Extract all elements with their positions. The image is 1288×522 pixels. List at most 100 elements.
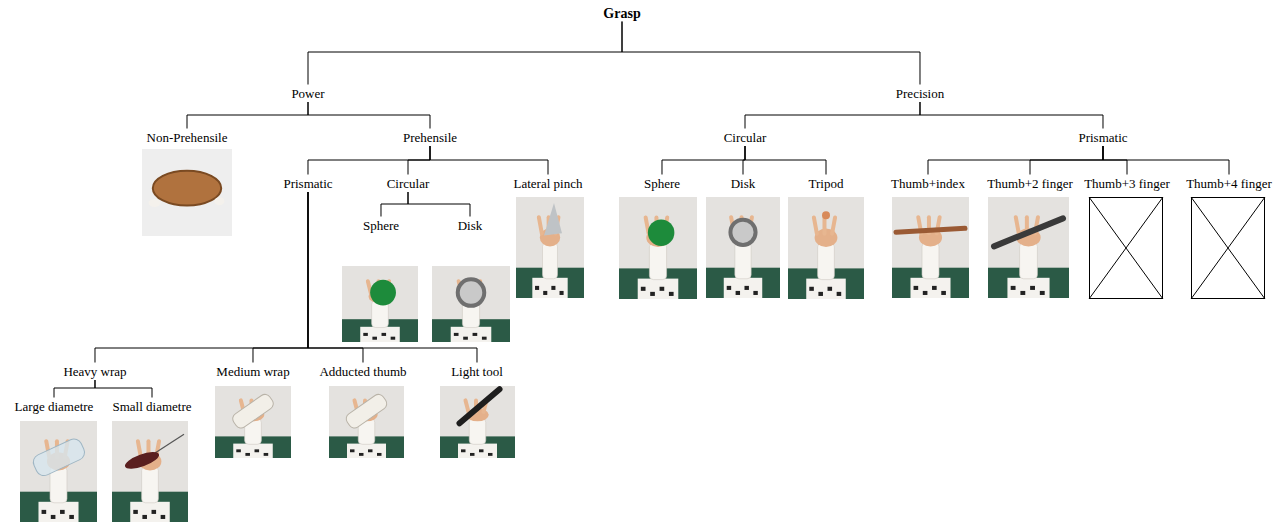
category-label: Adducted thumb bbox=[316, 363, 409, 380]
tree-line bbox=[745, 146, 826, 175]
tree-line bbox=[308, 192, 363, 363]
cylinder bbox=[230, 392, 275, 430]
ball bbox=[370, 280, 396, 306]
base-pattern bbox=[660, 287, 665, 291]
cross-line bbox=[1191, 197, 1265, 299]
tree-line bbox=[253, 192, 308, 363]
robot-base bbox=[724, 278, 762, 298]
photo bbox=[516, 197, 584, 298]
base-pattern bbox=[818, 292, 823, 296]
base-pattern bbox=[543, 291, 547, 295]
robot-base bbox=[233, 444, 273, 458]
category-label: Sphere bbox=[360, 217, 402, 234]
label-text: Prismatic bbox=[283, 176, 332, 191]
finger bbox=[149, 199, 161, 207]
robot-arm bbox=[543, 242, 558, 278]
photo bbox=[329, 386, 404, 458]
base-pattern bbox=[669, 292, 674, 296]
robot-base bbox=[360, 327, 400, 342]
base-pattern bbox=[736, 291, 740, 295]
photo-ground bbox=[20, 421, 97, 522]
label-text: Power bbox=[291, 86, 324, 101]
tree-line bbox=[54, 380, 95, 398]
category-label: Circular bbox=[384, 175, 433, 192]
category-label: Disk bbox=[728, 175, 759, 192]
robot-arm bbox=[735, 242, 751, 278]
base-pattern bbox=[152, 510, 157, 514]
photo bbox=[892, 197, 969, 298]
base-pattern bbox=[133, 510, 138, 514]
rod bbox=[994, 218, 1063, 246]
label-text: Precision bbox=[896, 86, 944, 101]
robot-arm bbox=[818, 243, 835, 280]
base-pattern bbox=[359, 453, 364, 456]
tree-line bbox=[1030, 146, 1103, 175]
tree-line bbox=[430, 146, 548, 175]
robot-base bbox=[910, 278, 950, 298]
category-label: Non-Prehensile bbox=[144, 129, 231, 146]
tree-line bbox=[308, 102, 430, 129]
label-text: Grasp bbox=[603, 6, 640, 21]
tree-line bbox=[662, 146, 745, 175]
tree-line bbox=[1103, 146, 1229, 175]
photo bbox=[20, 421, 97, 522]
category-label: Prehensile bbox=[400, 129, 460, 146]
category-label: Large diametre bbox=[12, 398, 97, 415]
base-pattern bbox=[363, 333, 368, 336]
root-label: Grasp bbox=[600, 5, 643, 22]
photo-ground bbox=[706, 197, 780, 298]
base-pattern bbox=[142, 515, 147, 519]
tree-line bbox=[920, 102, 1103, 129]
label-text: Medium wrap bbox=[216, 364, 289, 379]
label-text: Thumb+4 finger bbox=[1186, 176, 1272, 191]
category-label: Medium wrap bbox=[213, 363, 292, 380]
bottle bbox=[31, 436, 87, 478]
tree-line bbox=[308, 146, 430, 175]
robot-finger bbox=[1016, 217, 1019, 233]
tool bbox=[460, 389, 500, 423]
cookie bbox=[153, 171, 221, 206]
category-label: Disk bbox=[455, 217, 486, 234]
base-pattern bbox=[560, 291, 564, 295]
base-pattern bbox=[463, 337, 468, 340]
robot-base bbox=[638, 279, 679, 299]
tree-line bbox=[187, 102, 308, 129]
robot-base bbox=[458, 444, 497, 458]
photo bbox=[988, 197, 1069, 298]
robot-arm bbox=[922, 242, 939, 278]
base-pattern bbox=[650, 292, 655, 296]
photo-ground bbox=[788, 197, 864, 299]
base-pattern bbox=[461, 449, 466, 452]
cone bbox=[544, 203, 562, 235]
label-text: Thumb+index bbox=[891, 176, 965, 191]
label-text: Circular bbox=[724, 130, 767, 145]
label-text: Non-Prehensile bbox=[147, 130, 228, 145]
category-label: Prismatic bbox=[280, 175, 335, 192]
handle bbox=[123, 449, 161, 473]
photo bbox=[1089, 197, 1163, 299]
base-pattern bbox=[535, 286, 539, 290]
photo-ground bbox=[892, 197, 969, 298]
tree-line bbox=[95, 192, 308, 363]
finger bbox=[214, 197, 224, 205]
base-pattern bbox=[236, 449, 241, 452]
photo bbox=[215, 386, 291, 458]
label-text: Heavy wrap bbox=[63, 364, 126, 379]
base-pattern bbox=[368, 449, 373, 452]
photo-ground bbox=[516, 197, 584, 298]
base-pattern bbox=[264, 453, 269, 456]
photo bbox=[142, 149, 232, 236]
photo bbox=[440, 386, 515, 458]
photo bbox=[706, 197, 780, 298]
base-pattern bbox=[753, 291, 757, 295]
category-label: Circular bbox=[721, 129, 770, 146]
base-pattern bbox=[1040, 291, 1045, 295]
cross-line bbox=[1191, 197, 1265, 299]
label-text: Adducted thumb bbox=[319, 364, 406, 379]
base-pattern bbox=[473, 333, 478, 336]
empty-frame bbox=[1090, 198, 1163, 299]
base-pattern bbox=[744, 286, 748, 290]
